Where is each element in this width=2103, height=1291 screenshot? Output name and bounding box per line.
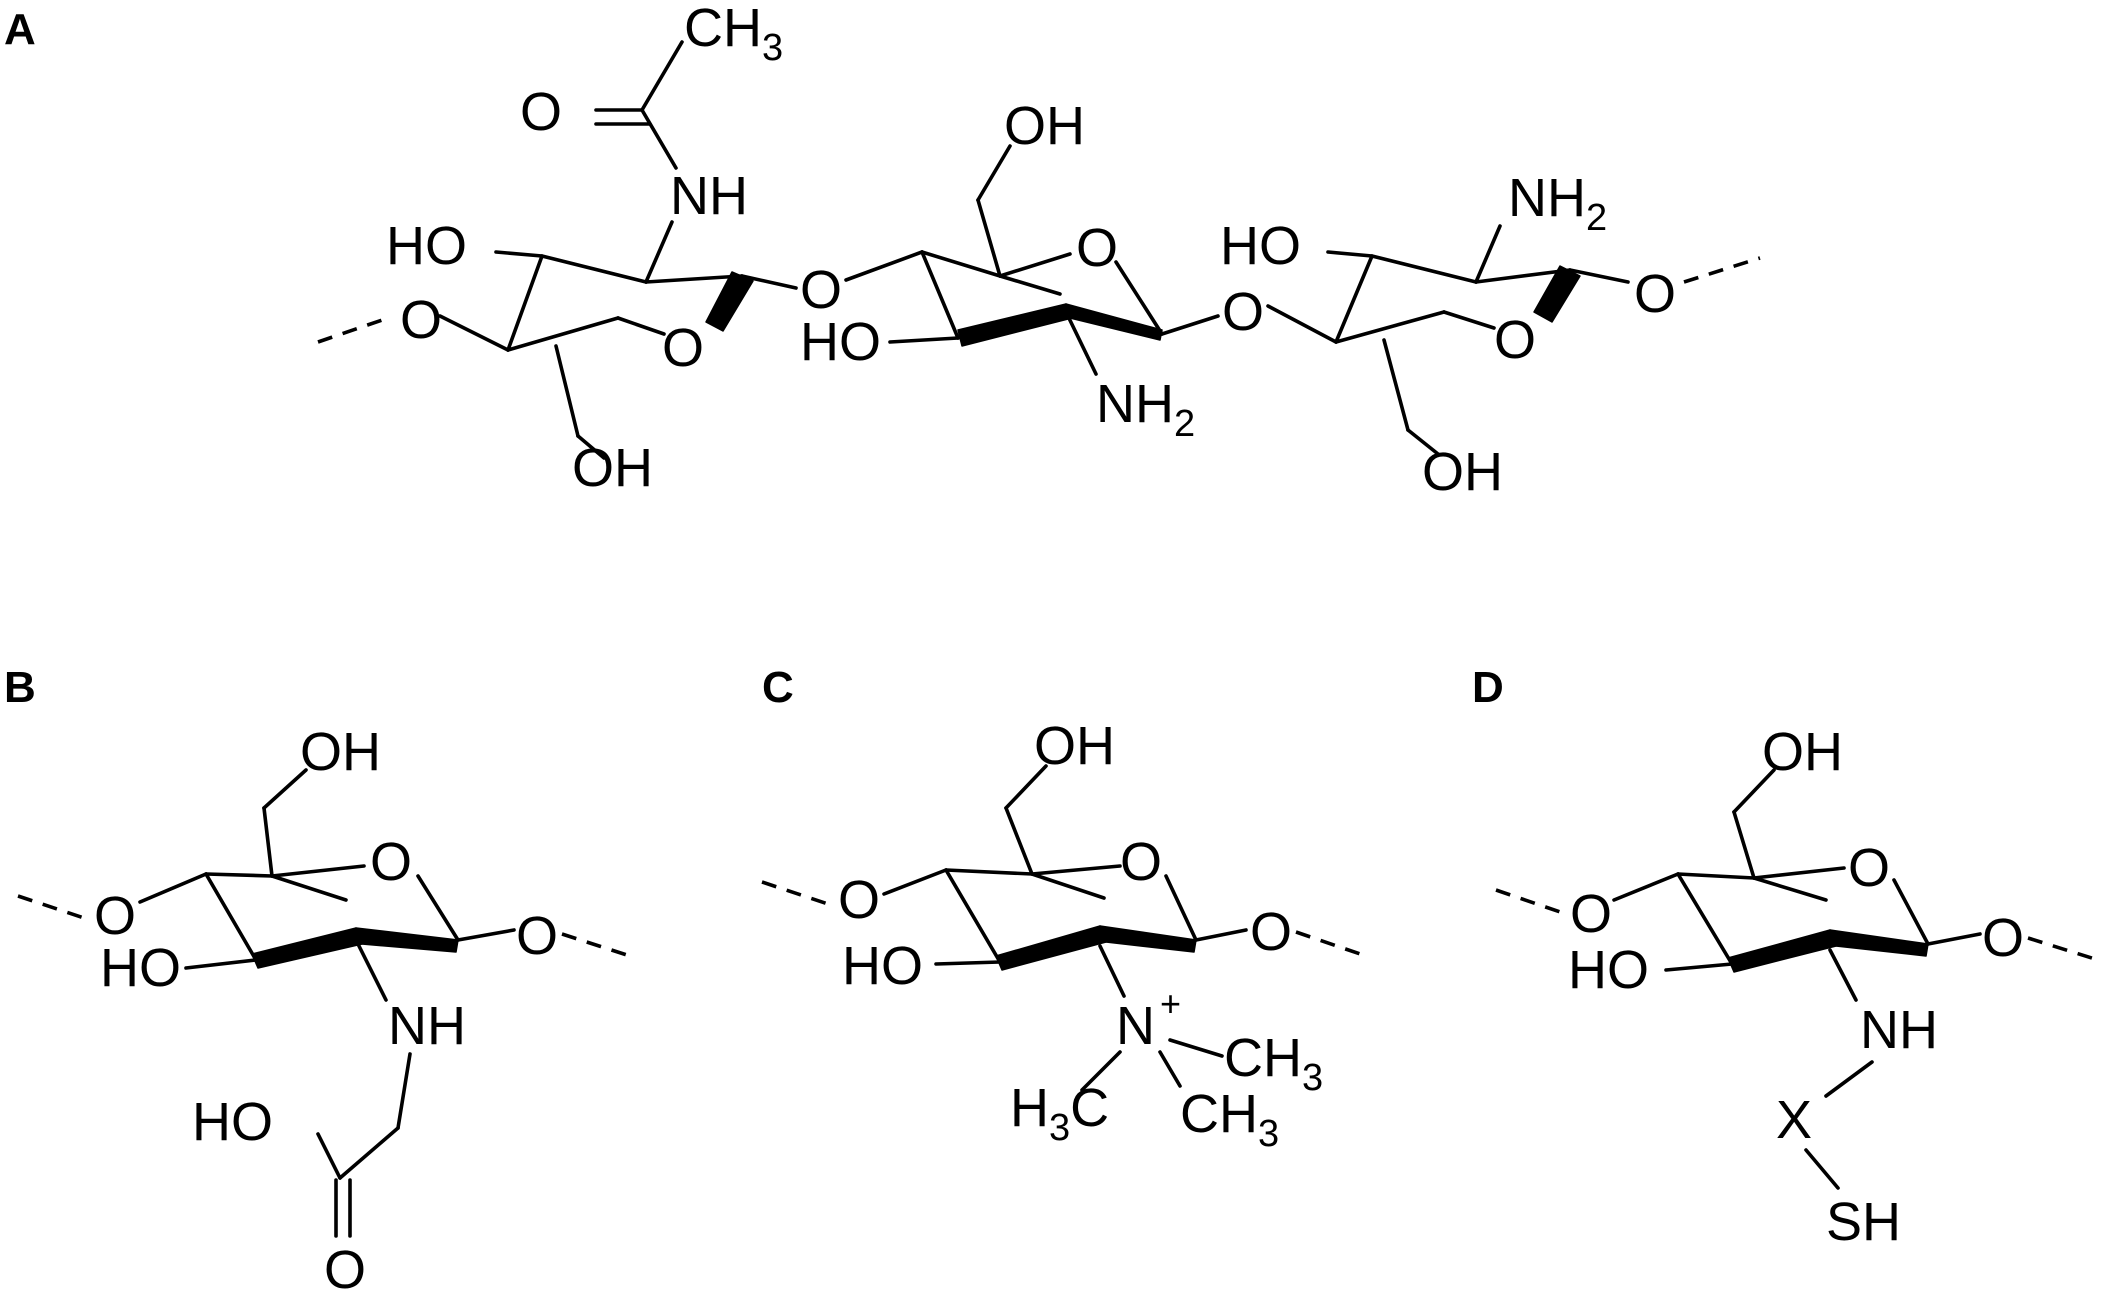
- atom-h3c-c: H3C: [1010, 1078, 1109, 1149]
- atom-o-ring-c: O: [1120, 832, 1162, 892]
- atom-o-link-d1: O: [1570, 884, 1612, 944]
- panel-label-c: C: [762, 663, 794, 712]
- atom-oh-ring1-c6: OH: [572, 438, 653, 498]
- atom-o-link-d2: O: [1982, 908, 2024, 968]
- atom-nh-b: NH: [388, 996, 466, 1056]
- atom-o-carbonyl-b: O: [324, 1240, 366, 1291]
- atom-ch3-c2: CH3: [1180, 1084, 1279, 1155]
- atom-o-ring2: O: [1076, 218, 1118, 278]
- atom-oh-ring2-c6: OH: [1004, 96, 1085, 156]
- atom-o-carbonyl: O: [520, 82, 562, 142]
- atom-o-ring1: O: [662, 318, 704, 378]
- atom-ho-ring1-c3: HO: [386, 216, 467, 276]
- atom-nh2-ring3: NH2: [1508, 168, 1607, 239]
- atom-oh-c-c6: OH: [1034, 716, 1115, 776]
- atom-plus-charge: +: [1160, 983, 1181, 1024]
- atom-oh-b-c6: OH: [300, 722, 381, 782]
- panel-d-structure: D O O HO OH O NH X SH: [1472, 663, 2099, 1252]
- atom-oh-d-c6: OH: [1762, 722, 1843, 782]
- atom-ho-d: HO: [1568, 940, 1649, 1000]
- atom-nh2-ring2: NH2: [1096, 374, 1195, 445]
- atom-sh-thiol: SH: [1826, 1192, 1901, 1252]
- atom-o-link-c1: O: [838, 870, 880, 930]
- atom-ch3-c1: CH3: [1224, 1028, 1323, 1099]
- atom-nh-d: NH: [1860, 1000, 1938, 1060]
- atom-o-ring-b: O: [370, 832, 412, 892]
- atom-o-ring3: O: [1494, 310, 1536, 370]
- atom-ho-c: HO: [842, 936, 923, 996]
- atom-o-glycosidic-2: O: [1222, 282, 1264, 342]
- atom-o-link-a1: O: [400, 290, 442, 350]
- atom-o-link-a2: O: [1634, 264, 1676, 324]
- atom-ho-carboxyl: HO: [192, 1092, 273, 1152]
- panel-label-d: D: [1472, 663, 1504, 712]
- atom-ho-ring3-c3: HO: [1220, 216, 1301, 276]
- atom-o-glycosidic-1: O: [800, 260, 842, 320]
- panel-a-structure: A O O HO OH NH O CH3 O O: [4, 0, 1761, 502]
- atom-oh-ring3-c6: OH: [1422, 442, 1503, 502]
- atom-n-quaternary: N: [1116, 996, 1155, 1056]
- panel-c-structure: C O O HO OH O N + CH3 H3C CH3: [761, 663, 1367, 1155]
- panel-label-a: A: [4, 5, 36, 54]
- atom-ch3-acetyl: CH3: [684, 0, 783, 69]
- atom-o-link-b2: O: [516, 906, 558, 966]
- atom-ho-b: HO: [100, 938, 181, 998]
- atom-o-ring-d: O: [1848, 838, 1890, 898]
- atom-x-linker: X: [1776, 1090, 1812, 1150]
- atom-o-link-c2: O: [1250, 902, 1292, 962]
- panel-b-structure: B O O HO OH O NH HO O: [4, 663, 631, 1291]
- atom-o-link-b1: O: [94, 886, 136, 946]
- atom-nh-acetyl: NH: [670, 166, 748, 226]
- atom-ho-ring2-c3: HO: [800, 312, 881, 372]
- panel-label-b: B: [4, 663, 36, 712]
